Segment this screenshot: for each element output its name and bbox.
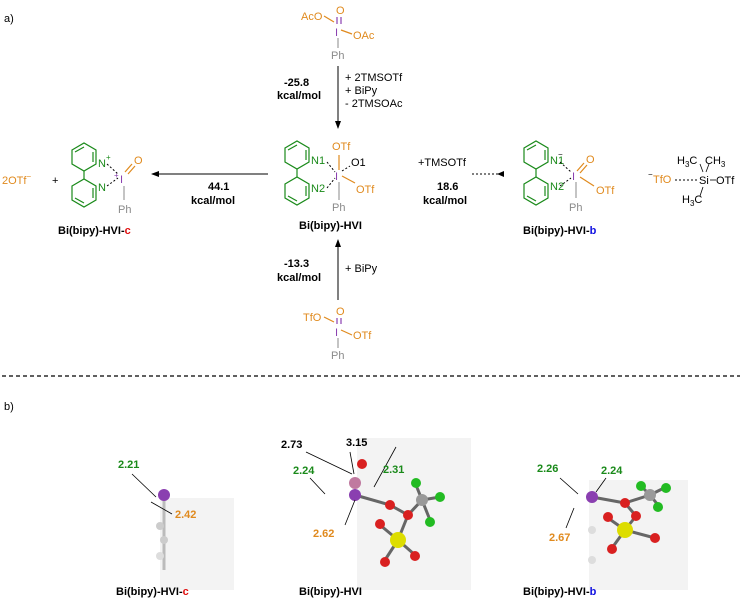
dist-hvi-1: 2.73 <box>281 439 302 451</box>
tfo-charge: − <box>648 170 653 179</box>
si-methyl-left: H3C <box>677 155 697 169</box>
central-iodine: I <box>335 171 338 183</box>
dist-c-2: 2.42 <box>175 509 196 521</box>
panel-b-label: b) <box>4 401 14 413</box>
si-methyl-bottom: H3C <box>682 194 702 208</box>
central-ph: Ph <box>332 202 345 214</box>
right-product: N1 N2 − I O OTf Ph <box>523 140 615 214</box>
dist-hvi-3: 2.24 <box>293 465 315 477</box>
central-otf-top: OTf <box>332 141 351 153</box>
central-o1: O1 <box>351 157 366 169</box>
central-otf-right: OTf <box>356 184 375 196</box>
bottom-otf: OTf <box>353 330 372 342</box>
right-n-bottom: N2 <box>550 181 564 193</box>
right-iodine: I <box>572 171 575 183</box>
bottom-o: O <box>336 306 345 318</box>
bottom-tfo: TfO <box>303 312 322 324</box>
right-n-top: N1 <box>550 155 564 167</box>
structure-c-name: Bi(bipy)-HVI-c <box>116 586 189 598</box>
silicon: Si <box>699 175 709 187</box>
top-iodine: I <box>335 27 338 39</box>
bottom-reagent-label: + BiPy <box>345 263 378 275</box>
top-o: O <box>336 5 345 17</box>
panel-a-label: a) <box>4 13 14 25</box>
left-o: O <box>134 155 143 167</box>
left-energy: 44.1 <box>208 181 229 193</box>
top-reagent: AcO O I OAc Ph <box>301 5 375 62</box>
tms-complex: − TfO Si OTf H3C CH3 H3C <box>648 155 735 208</box>
top-condition-2: + BiPy <box>345 85 378 97</box>
top-ph: Ph <box>331 50 344 62</box>
right-charge: − <box>558 150 563 159</box>
top-condition-1: + 2TMSOTf <box>345 72 403 84</box>
bottom-iodine: I <box>335 327 338 339</box>
structure-hvi: 2.73 3.15 2.24 2.31 2.62 <box>281 437 471 590</box>
right-o: O <box>586 154 595 166</box>
central-n1: N1 <box>311 155 325 167</box>
structure-b-name: Bi(bipy)-HVI-b <box>523 586 597 598</box>
central-compound-name: Bi(bipy)-HVI <box>299 220 362 232</box>
structure-b: 2.26 2.24 2.67 <box>537 463 688 590</box>
bottom-energy-unit: kcal/mol <box>277 272 321 284</box>
counterion: 2OTf− <box>2 172 31 187</box>
left-iodine: I <box>120 174 123 186</box>
top-condition-3: - 2TMSOAc <box>345 98 403 110</box>
structure-c: 2.21 2.42 <box>118 459 234 590</box>
bottom-ph: Ph <box>331 350 344 362</box>
plus-sign: + <box>52 175 58 187</box>
left-n-bottom: N <box>98 182 106 194</box>
right-reagent: +TMSOTf <box>418 157 467 169</box>
left-n-top: N <box>98 158 106 170</box>
right-product-name: Bi(bipy)-HVI-b <box>523 225 597 237</box>
left-energy-unit: kcal/mol <box>191 195 235 207</box>
left-ph: Ph <box>118 204 131 216</box>
si-otf: OTf <box>716 175 735 187</box>
bottom-reagent: TfO O I OTf Ph <box>303 306 372 362</box>
dist-b-2: 2.24 <box>601 465 623 477</box>
dist-hvi-4: 2.31 <box>383 464 404 476</box>
structure-hvi-name: Bi(bipy)-HVI <box>299 586 362 598</box>
dist-b-1: 2.26 <box>537 463 558 475</box>
left-product: 2OTf− + N + N I + O Ph <box>2 142 143 216</box>
top-energy-unit: kcal/mol <box>277 90 321 102</box>
right-ph: Ph <box>569 202 582 214</box>
central-compound: N1 N2 I OTf O1 OTf Ph <box>284 140 375 214</box>
left-n-charge: + <box>106 153 111 162</box>
left-iodine-charge: + <box>114 171 119 180</box>
top-energy: -25.8 <box>284 77 309 89</box>
dist-c-1: 2.21 <box>118 459 139 471</box>
right-energy-unit: kcal/mol <box>423 195 467 207</box>
bottom-energy: -13.3 <box>284 258 309 270</box>
left-product-name: Bi(bipy)-HVI-c <box>58 225 131 237</box>
tfo-anion: TfO <box>653 174 672 186</box>
dist-b-3: 2.67 <box>549 532 570 544</box>
top-oac-left: AcO <box>301 11 323 23</box>
right-energy: 18.6 <box>437 181 458 193</box>
dist-hvi-5: 2.62 <box>313 528 334 540</box>
dist-hvi-2: 3.15 <box>346 437 367 449</box>
central-n2: N2 <box>311 183 325 195</box>
right-otf: OTf <box>596 185 615 197</box>
top-oac-right: OAc <box>353 30 375 42</box>
